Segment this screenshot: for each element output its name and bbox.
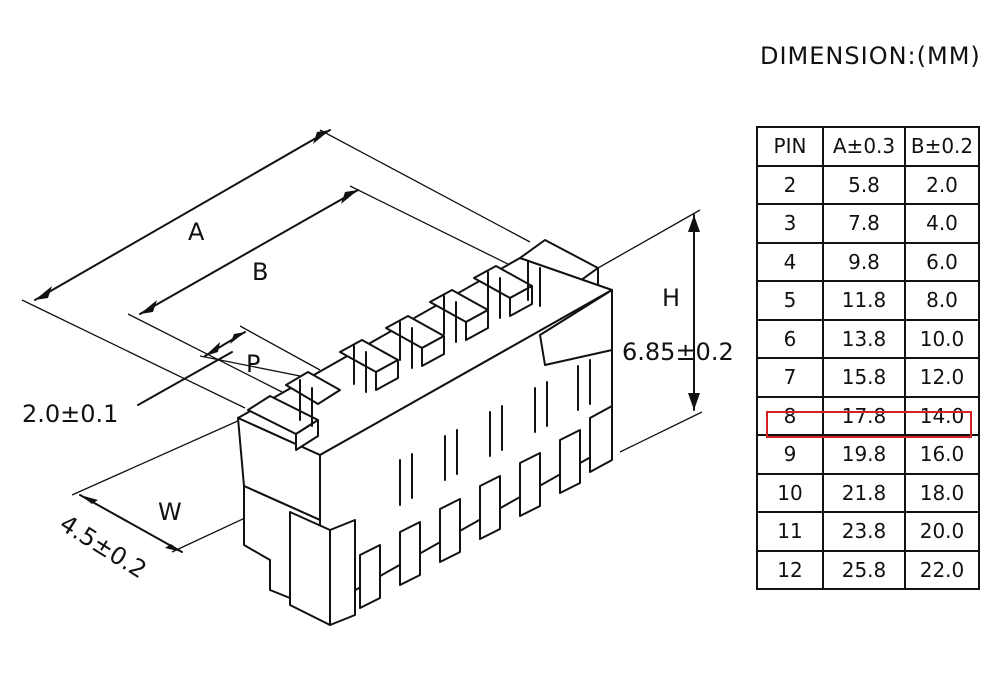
table-row: 10 21.8 18.0 <box>756 472 980 513</box>
pin-cell: 3 <box>756 203 824 244</box>
b-cell: 12.0 <box>904 357 980 398</box>
label-p: P <box>246 350 260 378</box>
column-header-a: A±0.3 <box>822 126 906 167</box>
label-b: B <box>252 258 268 286</box>
pin-cell: 12 <box>756 549 824 590</box>
b-cell: 8.0 <box>904 280 980 321</box>
table-header-row: PIN A±0.3 B±0.2 <box>756 126 980 167</box>
b-cell: 10.0 <box>904 318 980 359</box>
b-cell: 4.0 <box>904 203 980 244</box>
dimension-table: PIN A±0.3 B±0.2 2 5.8 2.0 3 7.8 4.0 4 9.… <box>756 126 980 590</box>
a-cell: 11.8 <box>822 280 906 321</box>
table-row: 2 5.8 2.0 <box>756 164 980 205</box>
a-cell: 5.8 <box>822 164 906 205</box>
table-row: 12 25.8 22.0 <box>756 549 980 590</box>
pin-cell: 5 <box>756 280 824 321</box>
b-cell: 16.0 <box>904 434 980 475</box>
a-cell: 19.8 <box>822 434 906 475</box>
pin-cell: 10 <box>756 472 824 513</box>
b-cell: 20.0 <box>904 511 980 552</box>
pin-cell: 11 <box>756 511 824 552</box>
b-cell: 14.0 <box>904 395 980 436</box>
dimension-a <box>21 129 531 409</box>
dimension-b <box>127 185 521 393</box>
label-a: A <box>188 218 205 246</box>
pin-cell: 9 <box>756 434 824 475</box>
table-row: 3 7.8 4.0 <box>756 203 980 244</box>
table-row: 4 9.8 6.0 <box>756 241 980 282</box>
table-row: 11 23.8 20.0 <box>756 511 980 552</box>
a-cell: 13.8 <box>822 318 906 359</box>
table-row: 7 15.8 12.0 <box>756 357 980 398</box>
label-h: H <box>662 284 680 312</box>
table-row: 6 13.8 10.0 <box>756 318 980 359</box>
column-header-pin: PIN <box>756 126 824 167</box>
b-cell: 2.0 <box>904 164 980 205</box>
a-cell: 21.8 <box>822 472 906 513</box>
b-cell: 18.0 <box>904 472 980 513</box>
a-cell: 9.8 <box>822 241 906 282</box>
table-row: 9 19.8 16.0 <box>756 434 980 475</box>
dimension-h <box>597 209 703 453</box>
contact-cavities <box>247 261 541 451</box>
dimension-title: DIMENSION:(MM) <box>760 42 981 70</box>
label-height-dim: 6.85±0.2 <box>622 338 734 366</box>
a-cell: 17.8 <box>822 395 906 436</box>
a-cell: 25.8 <box>822 549 906 590</box>
b-cell: 22.0 <box>904 549 980 590</box>
bottom-slots <box>359 359 613 609</box>
label-pitch-dim: 2.0±0.1 <box>22 400 118 428</box>
a-cell: 7.8 <box>822 203 906 244</box>
dimension-p <box>137 325 321 406</box>
a-cell: 15.8 <box>822 357 906 398</box>
a-cell: 23.8 <box>822 511 906 552</box>
pin-cell: 2 <box>756 164 824 205</box>
column-header-b: B±0.2 <box>904 126 980 167</box>
table-row-highlighted: 8 17.8 14.0 <box>756 395 980 436</box>
pin-cell: 7 <box>756 357 824 398</box>
highlight-box <box>766 411 972 438</box>
pin-cell: 6 <box>756 318 824 359</box>
pin-cell: 4 <box>756 241 824 282</box>
label-width-dim: 4.5±0.2 <box>55 509 152 584</box>
label-w: W <box>158 498 182 526</box>
table-row: 5 11.8 8.0 <box>756 280 980 321</box>
b-cell: 6.0 <box>904 241 980 282</box>
